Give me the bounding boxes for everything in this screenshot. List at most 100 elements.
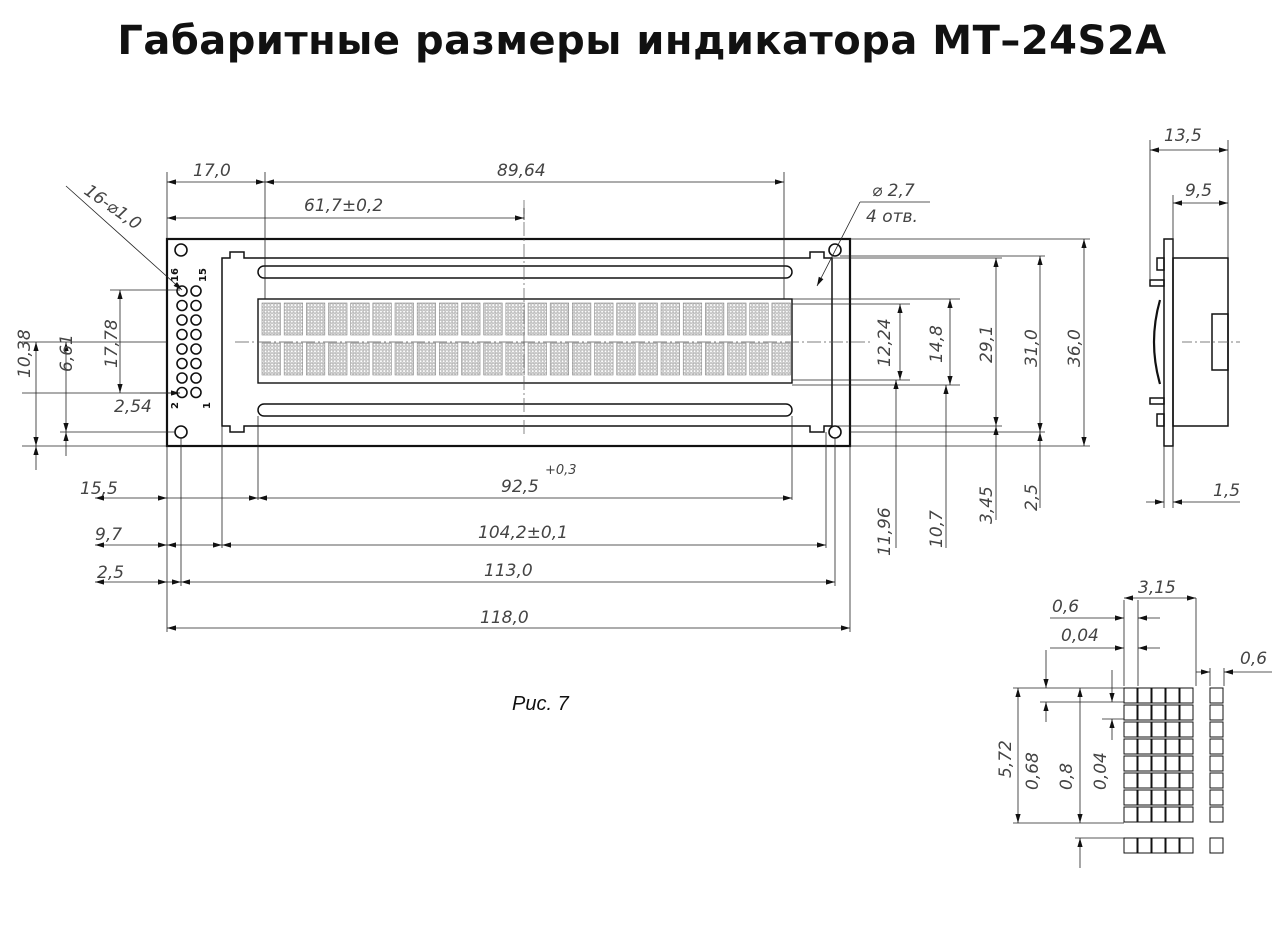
arrowhead: [1081, 239, 1087, 248]
matrix-dot: [1123, 789, 1138, 806]
arrowhead: [158, 495, 167, 501]
arrowhead: [171, 390, 180, 396]
arrowhead: [117, 384, 123, 393]
arrowhead: [817, 276, 824, 286]
matrix-dot: [1123, 738, 1138, 755]
arrowhead: [826, 579, 835, 585]
matrix-dot: [1151, 738, 1166, 755]
matrix-dot: [1123, 772, 1138, 789]
dim-3-15: 3,15: [1138, 578, 1176, 598]
matrix-dot: [1151, 687, 1166, 704]
arrowhead: [1077, 838, 1083, 847]
dim-10-7: 10,7: [927, 510, 947, 548]
character-cell: [394, 302, 414, 336]
arrowhead: [167, 215, 176, 221]
matrix-dot: [1151, 755, 1166, 772]
dim-14-8: 14,8: [927, 325, 947, 363]
character-cell: [306, 342, 326, 376]
character-cell: [749, 342, 769, 376]
pcb-outline: [165, 237, 852, 448]
arrowhead: [1077, 688, 1083, 697]
pin-hole: [176, 372, 188, 384]
arrowhead: [258, 495, 267, 501]
dim-11-96: 11,96: [875, 507, 895, 556]
arrowhead: [33, 437, 39, 446]
arrowhead: [1173, 499, 1182, 505]
pin-label-1: 1: [202, 402, 213, 409]
dimension-line: [65, 185, 183, 291]
bottom-slot: [257, 403, 793, 417]
character-cell: [328, 302, 348, 336]
pin-hole: [190, 285, 202, 297]
character-cell: [572, 302, 592, 336]
matrix-dot: [1151, 837, 1166, 854]
matrix-dot: [1151, 704, 1166, 721]
matrix-dot: [1179, 755, 1194, 772]
arrowhead: [1150, 147, 1159, 153]
dim-2-5-left: 2,5: [97, 563, 124, 583]
matrix-dot: [1179, 738, 1194, 755]
character-cell: [283, 302, 303, 336]
arrowhead: [167, 625, 176, 631]
dim-92-5: 92,5: [501, 477, 539, 497]
figure-caption: Рис. 7: [512, 693, 570, 715]
pin-label-16: 16: [170, 268, 181, 282]
dim-0-8: 0,8: [1057, 763, 1077, 790]
dim-0-68: 0,68: [1023, 752, 1043, 790]
arrowhead: [817, 542, 826, 548]
character-cell: [616, 302, 636, 336]
character-cell: [394, 342, 414, 376]
matrix-dot: [1165, 704, 1180, 721]
dim-17-78: 17,78: [102, 319, 122, 368]
dim-2-5-right: 2,5: [1022, 484, 1042, 511]
matrix-dot: [1137, 806, 1152, 823]
character-cell: [261, 302, 281, 336]
arrowhead: [1187, 595, 1196, 601]
dimension-arrows: [33, 147, 1272, 868]
matrix-dot: [1137, 721, 1152, 738]
arrowhead: [95, 495, 104, 501]
character-cell: [727, 342, 747, 376]
matrix-dot: [1151, 772, 1166, 789]
character-dots: [1123, 687, 1224, 854]
arrowhead: [993, 426, 999, 435]
matrix-dot: [1165, 789, 1180, 806]
character-cell: [439, 302, 459, 336]
dim-89-64: 89,64: [497, 161, 546, 181]
dim-9-7: 9,7: [95, 525, 122, 545]
arrowhead: [775, 179, 784, 185]
pin-hole: [176, 314, 188, 326]
arrowhead: [222, 542, 231, 548]
matrix-dot: [1209, 789, 1224, 806]
arrowhead: [1115, 645, 1124, 651]
matrix-dot: [1209, 738, 1224, 755]
arrowhead: [63, 432, 69, 441]
matrix-dot: [1137, 738, 1152, 755]
arrowhead: [167, 179, 176, 185]
front-view: [165, 200, 870, 448]
matrix-dot: [1165, 755, 1180, 772]
dim-hole-diameter: ⌀ 2,7: [872, 181, 915, 201]
character-cell: [638, 302, 658, 336]
character-cell: [705, 342, 725, 376]
arrowhead: [158, 579, 167, 585]
character-cell: [372, 342, 392, 376]
matrix-dot: [1165, 721, 1180, 738]
character-cell: [527, 342, 547, 376]
arrowhead: [1037, 423, 1043, 432]
character-cell: [483, 302, 503, 336]
dim-92-5-tolerance: +0,3: [545, 463, 577, 478]
matrix-dot: [1137, 755, 1152, 772]
character-cell: [771, 302, 791, 336]
dim-113-0: 113,0: [484, 561, 533, 581]
matrix-dot: [1209, 806, 1224, 823]
arrowhead: [897, 304, 903, 313]
side-curve: [1152, 299, 1162, 385]
character-cell: [527, 302, 547, 336]
side-connector: [1149, 397, 1165, 405]
arrowhead: [1138, 615, 1147, 621]
matrix-dot: [1165, 837, 1180, 854]
character-cells: [261, 302, 791, 376]
arrowhead: [33, 446, 39, 455]
pin-hole: [176, 343, 188, 355]
